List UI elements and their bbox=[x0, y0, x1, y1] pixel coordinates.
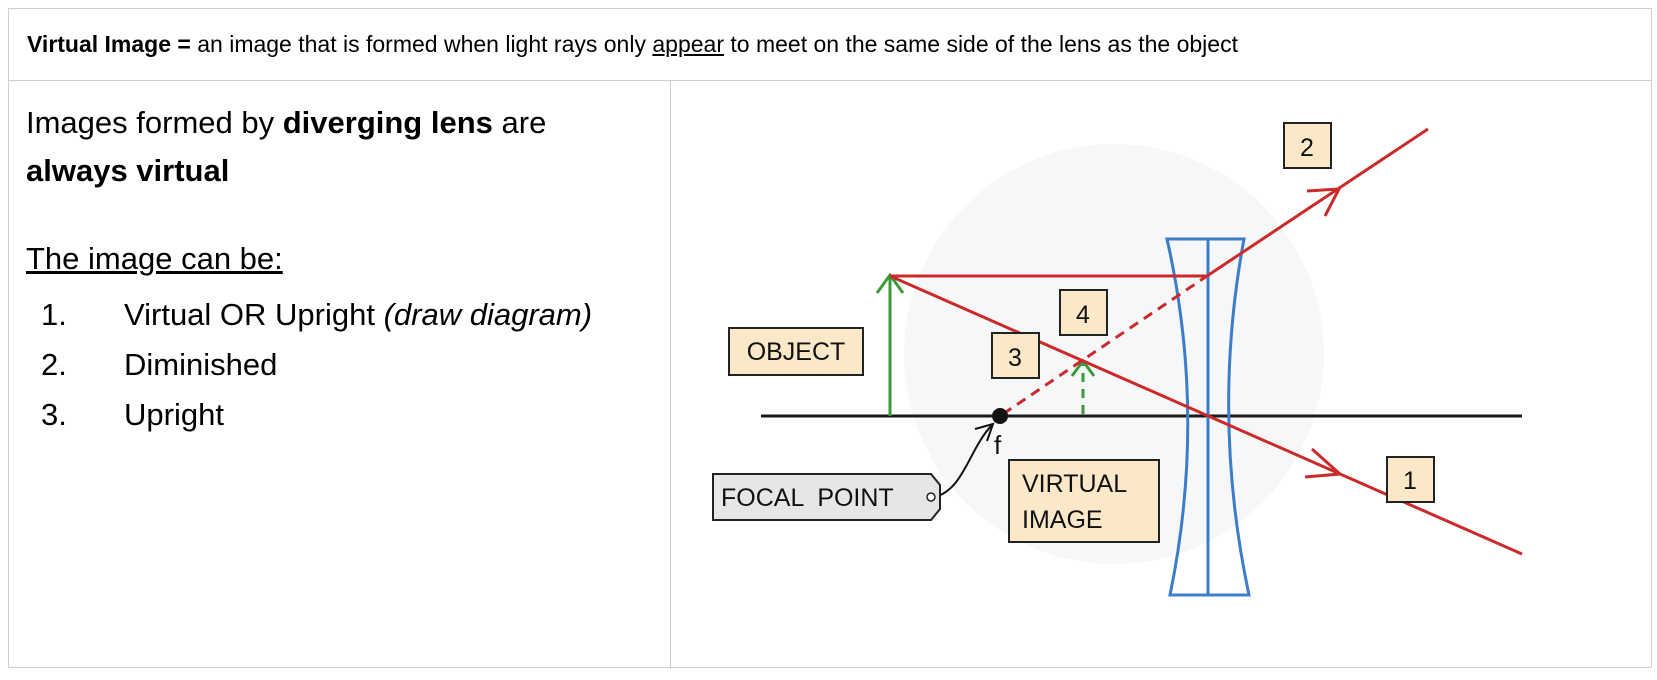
intro-statement: Images formed by diverging lens are alwa… bbox=[26, 99, 666, 195]
list-item-text: Upright bbox=[124, 391, 224, 439]
list-item-number: 3. bbox=[41, 397, 67, 432]
ray-number-3: 3 bbox=[991, 332, 1040, 379]
ray-1 bbox=[889, 274, 1523, 556]
definition-text: Virtual Image = an image that is formed … bbox=[27, 31, 1238, 58]
definition-text-before: an image that is formed when light rays … bbox=[190, 31, 653, 57]
list-heading: The image can be: bbox=[26, 241, 283, 276]
list-item-text: Virtual OR Upright (draw diagram) bbox=[124, 291, 592, 339]
intro-bold-diverging-lens: diverging lens bbox=[282, 105, 493, 140]
object-arrow bbox=[875, 272, 905, 416]
list-item-note: (draw diagram) bbox=[383, 297, 593, 332]
object-label: OBJECT bbox=[728, 327, 864, 376]
focal-point-pointer bbox=[934, 422, 995, 498]
virtual-image-label-line1: VIRTUAL bbox=[1022, 470, 1127, 498]
ray-number-1-text: 1 bbox=[1403, 467, 1417, 495]
list-item-text: Diminished bbox=[124, 341, 277, 389]
list-item-label: Diminished bbox=[124, 347, 278, 382]
notes-cell: Images formed by diverging lens are alwa… bbox=[9, 81, 671, 669]
virtual-image-label: VIRTUAL IMAGE bbox=[1008, 459, 1160, 543]
list-item-number: 1. bbox=[41, 297, 67, 332]
intro-part1: Images formed by bbox=[26, 105, 283, 140]
object-label-text: OBJECT bbox=[747, 338, 846, 366]
list-item-label: Upright bbox=[124, 397, 224, 432]
ray-number-3-text: 3 bbox=[1008, 344, 1022, 372]
ray-number-4: 4 bbox=[1059, 289, 1108, 336]
definition-underlined-word: appear bbox=[652, 31, 724, 57]
list-item-number: 2. bbox=[41, 347, 67, 382]
definition-term: Virtual Image = bbox=[27, 31, 191, 57]
ray-number-1: 1 bbox=[1386, 456, 1435, 503]
focal-point-tag-text: FOCAL POINT bbox=[721, 484, 894, 512]
definition-row: Virtual Image = an image that is formed … bbox=[9, 9, 1651, 81]
ray-diagram: f OBJECT FOCAL POINT VIRTUAL IMA bbox=[712, 122, 1523, 597]
focal-point-symbol: f bbox=[994, 430, 1002, 460]
diagram-cell: f OBJECT FOCAL POINT VIRTUAL IMA bbox=[671, 81, 1651, 667]
intro-part2: are bbox=[492, 105, 547, 140]
ray-number-2: 2 bbox=[1283, 122, 1332, 169]
content-table: Virtual Image = an image that is formed … bbox=[8, 8, 1652, 669]
definition-text-after: to meet on the same side of the lens as … bbox=[723, 31, 1238, 57]
focal-point-tag: FOCAL POINT bbox=[712, 473, 941, 521]
list-item-label: Virtual OR Upright bbox=[124, 297, 384, 332]
ray-number-4-text: 4 bbox=[1076, 301, 1090, 329]
ray-2-virtual-extension bbox=[1002, 274, 1208, 416]
virtual-image-label-line2: IMAGE bbox=[1022, 506, 1103, 534]
intro-bold-always-virtual: always virtual bbox=[26, 153, 230, 188]
focal-point-dot bbox=[992, 408, 1008, 424]
ray-number-2-text: 2 bbox=[1300, 134, 1314, 162]
